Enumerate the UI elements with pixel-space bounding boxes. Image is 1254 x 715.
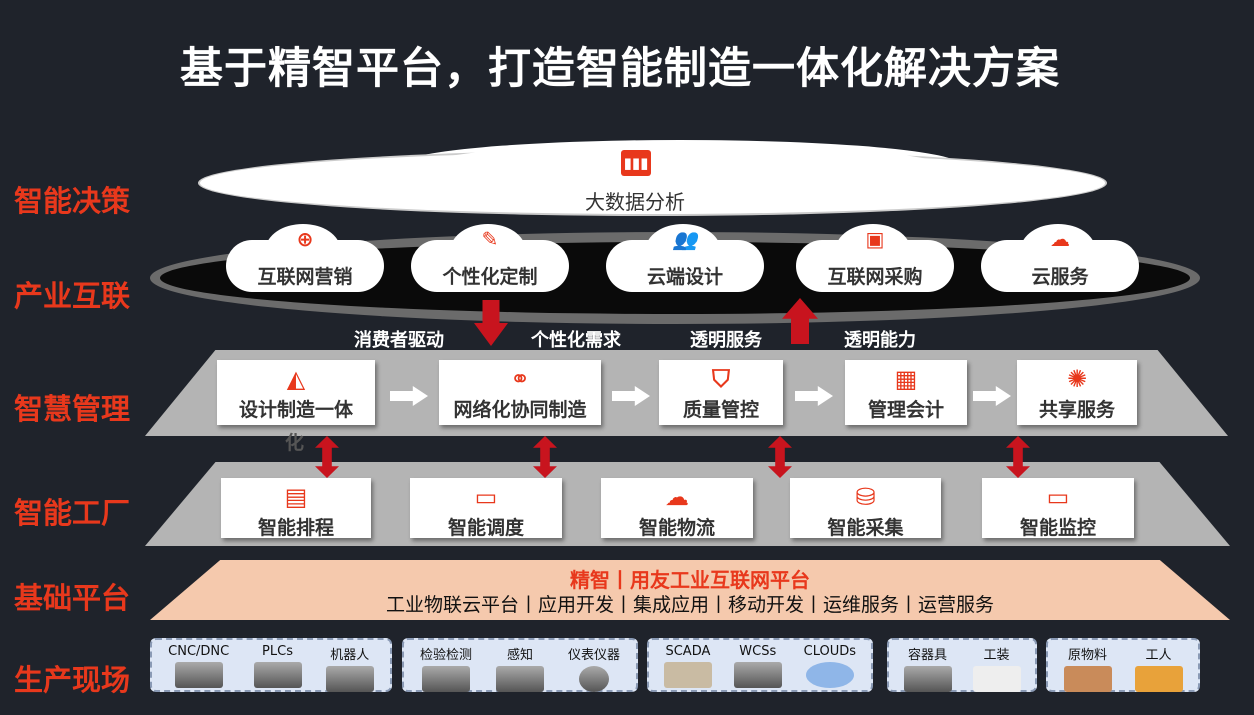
cloud-icon: ☁	[1050, 227, 1070, 251]
card-shared-services[interactable]: ✺共享服务	[1017, 360, 1137, 425]
layer-label: 智慧管理	[14, 392, 131, 426]
field-group-sensing: 检验检测 感知 仪表仪器	[402, 638, 638, 692]
layer-label: 基础平台	[14, 581, 131, 615]
platform-services: 工业物联云平台丨应用开发丨集成应用丨移动开发丨运维服务丨运营服务	[385, 594, 994, 616]
right-arrow-icon	[612, 386, 650, 406]
database-icon: ⛁	[855, 483, 876, 511]
field-item: 检验检测	[420, 644, 472, 692]
field-item: 机器人	[325, 644, 374, 692]
globe-icon: ⊕	[296, 227, 314, 251]
field-item: CLOUDs	[804, 644, 856, 688]
card-smart-logistics[interactable]: ☁智能物流	[601, 478, 753, 539]
field-item: PLCs	[253, 644, 302, 688]
truck-icon: ☁	[665, 483, 689, 511]
flow-label: 消费者驱动	[354, 330, 444, 351]
card-collaborative-manufacturing[interactable]: ⚭网络化协同制造	[439, 360, 601, 425]
tools-icon: ✎	[481, 227, 499, 251]
field-item: 工装	[972, 644, 1021, 692]
flow-label: 透明服务	[690, 330, 762, 351]
layer-label: 智能决策	[14, 184, 131, 218]
field-item: 容器具	[903, 644, 952, 692]
cloud-procurement[interactable]: ▣互联网采购	[796, 224, 954, 292]
dial-icon: ✺	[1066, 365, 1088, 393]
field-item: 仪表仪器	[568, 644, 620, 692]
field-item: 感知	[495, 644, 544, 692]
field-item: 原物料	[1063, 644, 1112, 692]
card-design-manufacturing[interactable]: ◭设计制造一体	[217, 360, 375, 425]
layer-label: 生产现场	[14, 663, 131, 697]
field-group-tooling: 容器具 工装	[887, 638, 1037, 692]
card-smart-collection[interactable]: ⛁智能采集	[790, 478, 941, 539]
cart-icon: ▣	[865, 227, 885, 251]
field-group-systems: SCADA WCSs CLOUDs	[647, 638, 873, 692]
cloud-service[interactable]: ☁云服务	[981, 224, 1139, 292]
page-title: 基于精智平台，打造智能制造一体化解决方案	[180, 44, 1060, 94]
field-group-equipment: CNC/DNC PLCs 机器人	[150, 638, 392, 692]
pulse-monitor-icon: ▭	[1046, 483, 1070, 511]
card-smart-dispatch[interactable]: ▭智能调度	[410, 478, 562, 539]
card-quality-control[interactable]: ⛉质量管控	[659, 360, 783, 425]
field-item: WCSs	[733, 644, 782, 688]
layer-label: 智能工厂	[14, 496, 131, 530]
ruler-icon: ◭	[286, 365, 306, 393]
schedule-icon: ▤	[284, 483, 308, 511]
flow-label: 透明能力	[844, 330, 916, 351]
field-item: CNC/DNC	[168, 644, 229, 688]
share-icon: ⚭	[509, 365, 531, 393]
card-label-overflow: 化	[285, 432, 305, 454]
platform-layer	[150, 560, 1230, 620]
calculator-icon: ▦	[894, 365, 918, 393]
right-arrow-icon	[390, 386, 428, 406]
users-icon: 👥	[672, 227, 698, 251]
flow-label: 个性化需求	[531, 330, 621, 351]
card-management-accounting[interactable]: ▦管理会计	[845, 360, 967, 425]
bar-chart-icon: ▮▮▮	[621, 150, 651, 176]
right-arrow-icon	[973, 386, 1011, 406]
monitor-chart-icon: ▭	[474, 483, 498, 511]
cloud-marketing[interactable]: ⊕互联网营销	[226, 224, 384, 292]
field-group-materials: 原物料 工人	[1046, 638, 1200, 692]
field-item: 工人	[1134, 644, 1183, 692]
cloud-customization[interactable]: ✎个性化定制	[411, 224, 569, 292]
layer-label: 产业互联	[14, 279, 131, 313]
platform-title: 精智丨用友工业互联网平台	[570, 568, 810, 592]
right-arrow-icon	[795, 386, 833, 406]
cloud-design[interactable]: 👥云端设计	[606, 224, 764, 292]
shield-check-icon: ⛉	[712, 365, 730, 393]
big-data-label: 大数据分析	[585, 190, 685, 214]
card-smart-monitoring[interactable]: ▭智能监控	[982, 478, 1134, 539]
field-item: SCADA	[663, 644, 712, 688]
card-smart-scheduling[interactable]: ▤智能排程	[221, 478, 371, 539]
